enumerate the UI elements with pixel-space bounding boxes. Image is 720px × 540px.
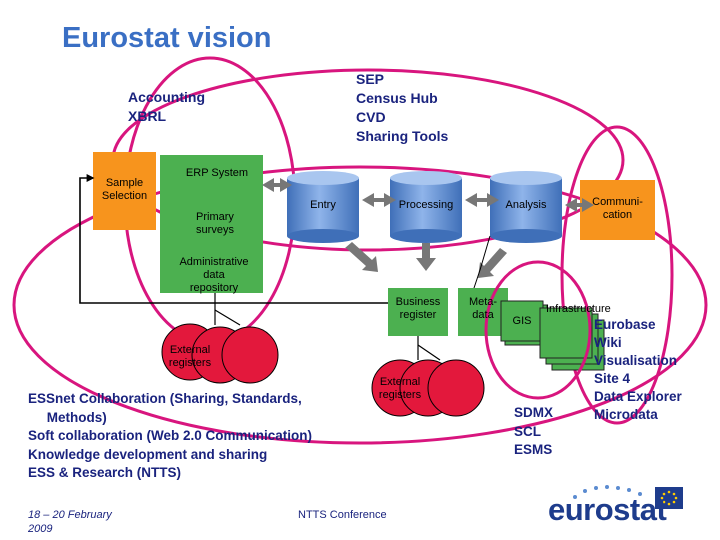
- metadata-box: Meta- data: [468, 296, 498, 321]
- eurobase-text: Eurobase Wiki Visualisation Site 4 Data …: [594, 317, 682, 422]
- accounting-label: Accounting XBRL: [128, 89, 205, 124]
- sample-selection-shape: [93, 152, 156, 230]
- primary-surveys-label: Primary surveys: [196, 211, 234, 236]
- footer-date: 18 – 20 February 2009: [28, 509, 112, 535]
- communication-ellipse: [560, 125, 674, 425]
- entry-processing-arrow: [362, 193, 396, 207]
- sample-selection-box: Sample Selection: [101, 177, 148, 202]
- infrastructure-label: Infrastructure: [546, 302, 611, 315]
- entry-cylinder: [287, 171, 359, 243]
- footer-conference: NTTS Conference: [298, 509, 387, 521]
- gis-box: GIS: [512, 314, 532, 327]
- processing-analysis-arrow: [465, 193, 499, 207]
- processing-down-arrow: [416, 243, 436, 271]
- processing-cylinder: [390, 171, 462, 243]
- external-registers-left-label: External registers: [168, 344, 212, 369]
- business-register-shape: [388, 288, 448, 336]
- infrastructure-ellipse: [484, 260, 592, 400]
- analysis-down-arrow: [478, 248, 507, 278]
- gis-stack: [500, 300, 548, 346]
- erp-entry-arrow: [262, 178, 292, 192]
- erp-system-shape: [160, 155, 263, 293]
- analysis-cylinder: [490, 171, 562, 243]
- external-registers-mid-circles: [371, 359, 485, 417]
- loop-line-left: [79, 174, 272, 304]
- entry-down-arrow: [345, 242, 378, 272]
- analysis-label: Analysis: [505, 198, 547, 211]
- external-registers-left-circles: [161, 323, 279, 384]
- eurostat-logo: eurostat: [548, 492, 667, 527]
- page-title: Eurostat vision: [62, 22, 272, 54]
- essnet-text: ESSnet Collaboration (Sharing, Standards…: [28, 391, 313, 480]
- metadata-shape: [458, 288, 508, 336]
- admin-to-external-line-2: [214, 309, 241, 326]
- analysis-communication-arrow: [565, 198, 594, 212]
- business-register-box: Business register: [395, 296, 441, 321]
- outer-ellipse: [12, 165, 708, 445]
- communication-shape: [580, 180, 655, 240]
- communication-box: Communi- cation: [592, 196, 643, 221]
- external-registers-mid-label: External registers: [378, 376, 422, 401]
- sdmx-text: SDMX SCL ESMS: [514, 405, 554, 457]
- eurostat-logo-mark: [573, 485, 683, 509]
- sep-label: SEP Census Hub CVD Sharing Tools: [356, 71, 449, 144]
- business-to-external-line-2: [417, 344, 441, 361]
- erp-system-label: ERP System: [185, 166, 249, 179]
- entry-label: Entry: [310, 198, 336, 211]
- processing-label: Processing: [398, 198, 454, 211]
- administrative-label: Administrative data repository: [179, 255, 249, 294]
